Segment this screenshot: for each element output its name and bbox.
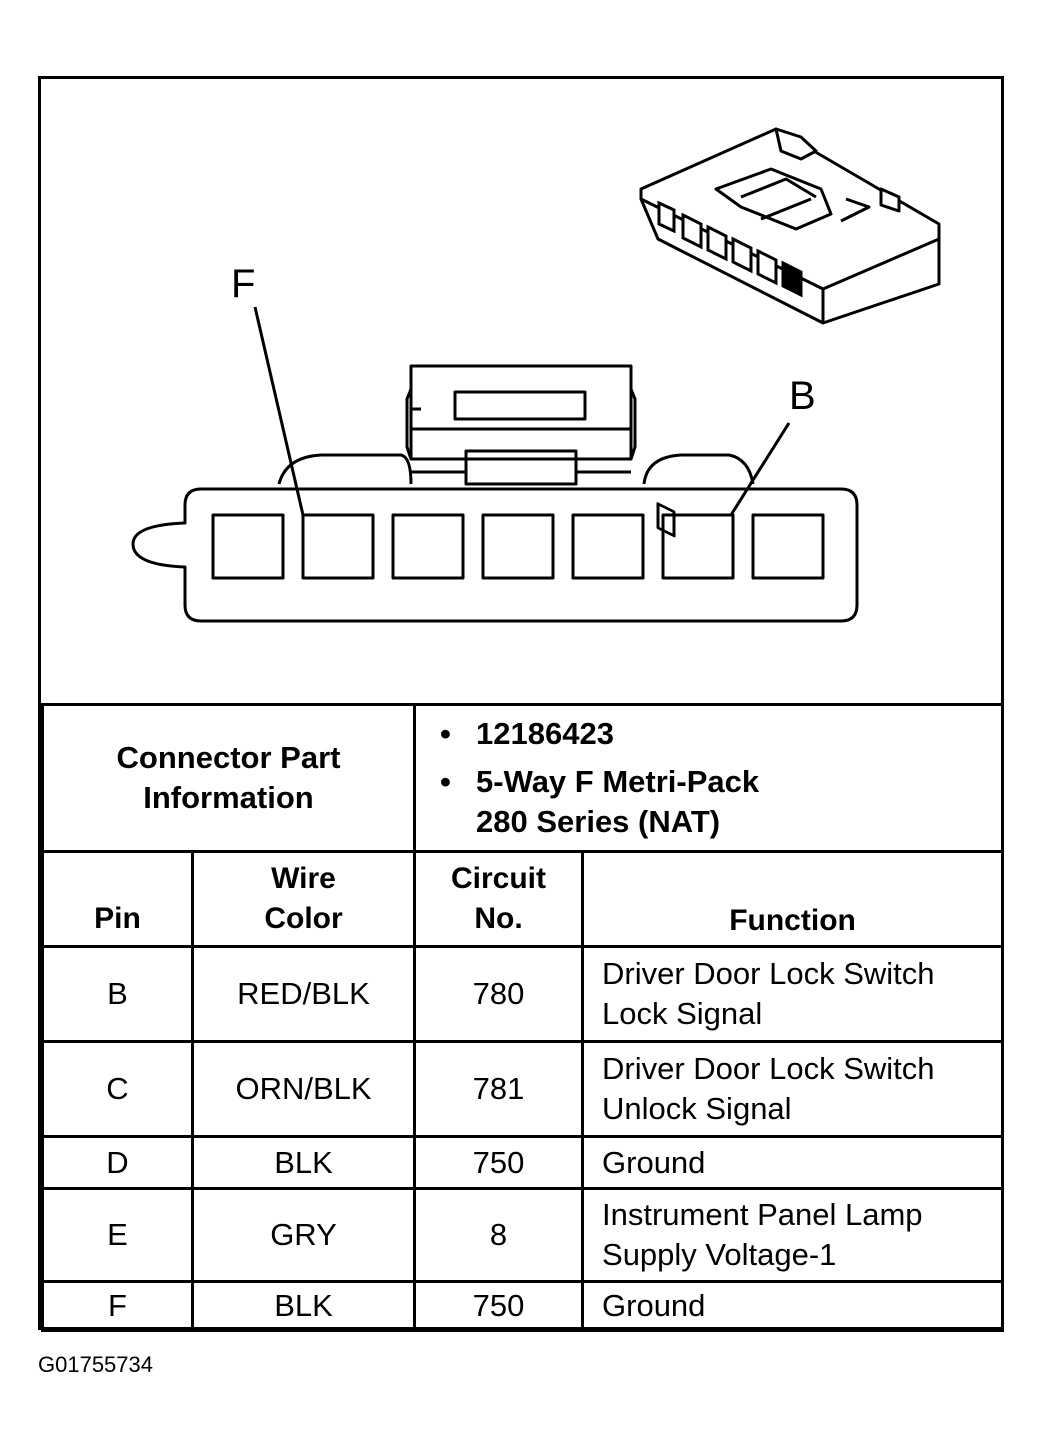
connector-diagram: F B xyxy=(131,127,941,623)
wire-color-cell: RED/BLK xyxy=(190,945,417,1043)
isometric-cavities xyxy=(657,200,803,298)
header-circuit-no: Circuit No. xyxy=(413,850,585,948)
table-header-row: Pin Wire Color Circuit No. Function xyxy=(41,850,1005,948)
connector-info-table: Connector Part Information 12186423 5-Wa… xyxy=(40,703,1005,1332)
connector-isometric-view xyxy=(639,127,941,538)
connector-part-details-cell: 12186423 5-Way F Metri-Pack 280 Series (… xyxy=(413,703,1005,853)
circuit-cell: 750 xyxy=(413,1280,585,1332)
connector-figure-frame: F B Connector Part Information 12186423 … xyxy=(38,76,1005,1332)
circuit-cell: 780 xyxy=(413,945,585,1043)
pin-cell: C xyxy=(41,1040,194,1138)
wire-color-cell: GRY xyxy=(190,1187,417,1283)
header-pin: Pin xyxy=(41,850,194,948)
circuit-cell: 781 xyxy=(413,1040,585,1138)
connector-part-info-row: Connector Part Information 12186423 5-Wa… xyxy=(40,703,1005,853)
pin-cell: E xyxy=(41,1187,194,1283)
header-wire-color: Wire Color xyxy=(190,850,417,948)
circuit-cell: 8 xyxy=(413,1187,585,1283)
wire-color-cell: ORN/BLK xyxy=(190,1040,417,1138)
part-description: 5-Way F Metri-Pack 280 Series (NAT) xyxy=(440,762,1001,842)
function-cell: Ground xyxy=(581,1280,1005,1332)
connector-part-details: 12186423 5-Way F Metri-Pack 280 Series (… xyxy=(416,714,1001,842)
wire-color-cell: BLK xyxy=(190,1135,417,1190)
circuit-cell: 750 xyxy=(413,1135,585,1190)
connector-face-view xyxy=(131,306,859,623)
pin-cell: D xyxy=(41,1135,194,1190)
pin-label-b: B xyxy=(789,374,816,418)
function-cell: Ground xyxy=(581,1135,1005,1190)
wire-color-cell: BLK xyxy=(190,1280,417,1332)
table-row: F BLK 750 Ground xyxy=(41,1280,1005,1332)
connector-part-heading: Connector Part Information xyxy=(116,740,341,815)
pin-cell: B xyxy=(41,945,194,1043)
table-row: D BLK 750 Ground xyxy=(41,1135,1005,1190)
part-number: 12186423 xyxy=(440,714,1001,754)
pin-cell: F xyxy=(41,1280,194,1332)
header-function: Function xyxy=(581,850,1005,948)
connector-part-heading-cell: Connector Part Information xyxy=(40,703,417,853)
pin-label-f: F xyxy=(231,262,255,306)
figure-id: G01755734 xyxy=(38,1352,153,1377)
